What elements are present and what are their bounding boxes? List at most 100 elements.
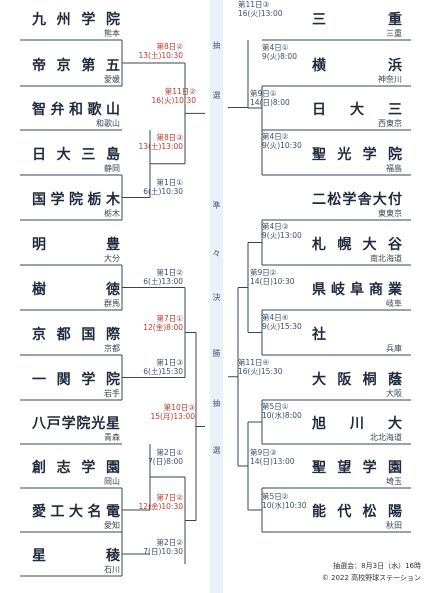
team-name-char: 舎 [357, 192, 372, 208]
right-team-1: 横浜 [312, 58, 402, 74]
team-name-char: 学 [61, 416, 76, 432]
right-team-pref-5: 南北海道 [370, 254, 402, 263]
team-name-char: 学 [362, 147, 377, 163]
match-id: 第1日③ [156, 358, 184, 367]
right-team-0: 三重 [312, 12, 402, 28]
match-datetime: 10(水)8:00 [262, 411, 302, 420]
team-name-char: 園 [387, 460, 402, 476]
center-label-char: 準 [212, 201, 221, 210]
center-label-char: 選 [212, 91, 221, 100]
match-id: 第4日① [262, 43, 289, 52]
match-datetime: 6(土)15:30 [143, 367, 183, 376]
team-name-char: 愛 [32, 504, 46, 520]
team-name-char: 大 [56, 147, 71, 163]
team-name-char: 旭 [312, 416, 326, 432]
left-team-pref-7: 京都 [104, 344, 120, 353]
left-team-9: 八戸学院光星 [32, 416, 120, 432]
right-team-pref-0: 三重 [386, 29, 402, 38]
team-name-char: 札 [312, 237, 326, 253]
team-name-char: 帝 [32, 58, 46, 74]
team-name-char: 能 [312, 504, 326, 520]
team-name-char: 八 [32, 416, 46, 432]
match-datetime: 6(土)10:30 [143, 187, 183, 196]
team-name-char: 戸 [46, 416, 61, 432]
match-datetime: 9(火)13:00 [262, 231, 302, 240]
team-name-char: 星 [32, 548, 46, 564]
team-name-char: 島 [105, 147, 120, 163]
right-team-7: 社 [312, 327, 402, 343]
team-name-char: 徳 [106, 282, 120, 298]
left-team-pref-11: 愛知 [104, 521, 120, 530]
left-team-2: 智弁和歌山 [32, 102, 120, 118]
match-id: 第5日② [262, 492, 289, 501]
match-id: 第8日② [156, 42, 184, 51]
match-id: 第1日② [156, 268, 184, 277]
left-team-5: 明豊 [32, 237, 120, 253]
team-name-char: 智 [32, 102, 46, 118]
left-team-3: 日大三島 [32, 147, 120, 163]
match-datetime: 16(火)15:30 [238, 367, 283, 376]
team-name-char: 松 [327, 192, 342, 208]
center-label-char: 勝 [212, 349, 221, 358]
team-name-char: 岐 [331, 282, 345, 298]
right-team-8: 大阪桐蔭 [312, 372, 402, 388]
team-name-char: 聖 [312, 147, 326, 163]
team-name-char: 和 [69, 102, 83, 118]
team-name-char: 名 [87, 504, 102, 520]
team-name-char: 川 [350, 416, 364, 432]
right-team-11: 能代松陽 [312, 504, 402, 520]
match-id: 第10日③ [163, 403, 195, 412]
right-team-pref-11: 秋田 [386, 521, 402, 530]
team-name-char: 三 [312, 12, 326, 28]
right-team-pref-7: 兵庫 [386, 344, 402, 353]
left-team-10: 創志学園 [32, 460, 120, 476]
team-name-char: 光 [337, 147, 352, 163]
team-name-char: 大 [372, 192, 387, 208]
team-name-char: 代 [337, 504, 352, 520]
left-team-pref-10: 岡山 [104, 477, 120, 486]
left-team-11: 愛工大名電 [32, 504, 120, 520]
right-team-pref-10: 埼玉 [386, 477, 402, 486]
left-team-pref-4: 栃木 [104, 209, 120, 218]
match-datetime: 12(金)8:00 [143, 323, 183, 332]
team-name-char: 第 [81, 58, 96, 74]
team-name-char: 都 [56, 327, 71, 343]
left-team-pref-6: 群馬 [104, 299, 120, 308]
team-name-char: 山 [106, 102, 120, 118]
left-team-pref-1: 愛媛 [104, 75, 120, 84]
match-id: 第7日① [156, 314, 184, 323]
team-name-char: 松 [362, 504, 377, 520]
team-name-char: 望 [337, 460, 352, 476]
match-datetime: 12(金)10:30 [138, 502, 183, 511]
team-name-char: 桐 [362, 372, 377, 388]
match-id: 第2日② [156, 538, 184, 547]
team-name-char: 星 [105, 416, 120, 432]
match-datetime: 14(日)10:30 [250, 277, 295, 286]
right-team-pref-8: 大阪 [386, 389, 402, 398]
match-datetime: 10(水)10:30 [262, 501, 307, 510]
match-datetime: 13(土)13:00 [138, 142, 183, 151]
team-name-char: 歌 [87, 102, 102, 118]
center-label-char: 抽 [212, 399, 221, 408]
team-name-char: 州 [56, 12, 71, 28]
right-team-pref-9: 北北海道 [370, 433, 402, 442]
team-name-char: 明 [32, 237, 46, 253]
team-name-char: 大 [350, 102, 364, 118]
left-team-7: 京都国際 [32, 327, 120, 343]
match-id: 第11日④ [238, 358, 270, 367]
team-name-char: 弁 [50, 102, 65, 118]
team-name-char: 谷 [387, 237, 402, 253]
